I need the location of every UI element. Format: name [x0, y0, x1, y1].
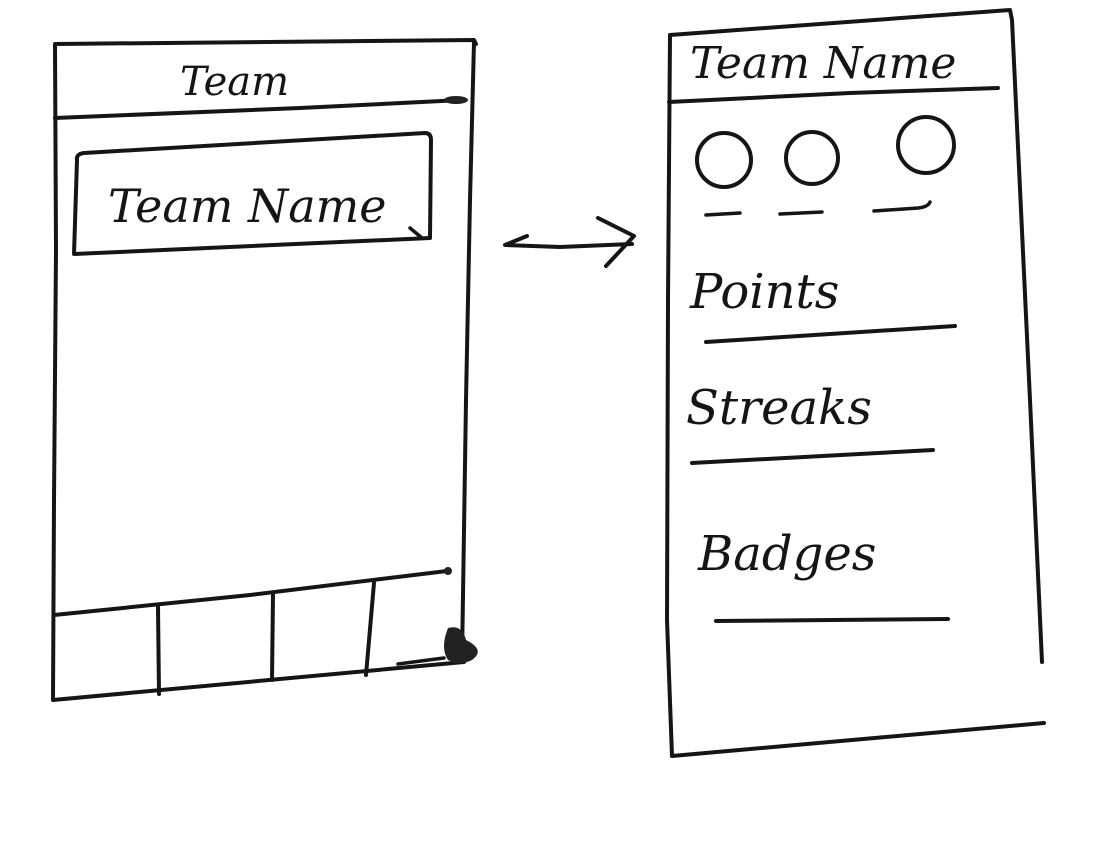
arrowhead: [596, 216, 636, 268]
ink-blot: [444, 627, 478, 663]
badges-label: Badges: [697, 526, 876, 582]
left-screen: Team Team Name: [51, 38, 478, 702]
badges-underline: [714, 617, 950, 623]
tab-divider-3[interactable]: [364, 581, 376, 677]
points-underline: [704, 324, 957, 344]
left-header-title: Team: [180, 59, 289, 105]
right-header-title: Team Name: [690, 38, 956, 89]
team-name-button-border: [72, 131, 433, 256]
right-screen: Team Name Points Streaks Badges: [665, 8, 1046, 758]
navigation-arrow: [503, 216, 636, 268]
streaks-underline: [690, 448, 935, 465]
right-screen-frame: [665, 8, 1046, 758]
team-name-button-label: Team Name: [108, 179, 387, 233]
avatar-name-line: [872, 200, 932, 213]
ink-blot: [444, 96, 468, 104]
avatar[interactable]: [784, 130, 840, 186]
avatar-name-line: [704, 211, 742, 217]
member-avatars: [695, 115, 956, 217]
section-streaks: Streaks: [686, 380, 935, 465]
team-name-button[interactable]: Team Name: [72, 131, 433, 256]
avatar-name-line: [778, 210, 824, 216]
tab-bar: [52, 567, 478, 696]
left-screen-frame: [51, 38, 478, 702]
section-badges: Badges: [697, 526, 950, 623]
right-header-divider: [667, 86, 1000, 104]
avatar[interactable]: [695, 131, 753, 189]
streaks-label: Streaks: [686, 380, 872, 436]
section-points: Points: [689, 264, 957, 344]
tab-divider-1[interactable]: [156, 605, 161, 696]
left-header-divider: [53, 98, 464, 120]
tab-divider-2[interactable]: [270, 592, 275, 682]
points-label: Points: [689, 264, 839, 320]
tab-bar-top-border: [52, 569, 449, 617]
avatar[interactable]: [896, 115, 956, 175]
arrow-line: [503, 234, 634, 249]
